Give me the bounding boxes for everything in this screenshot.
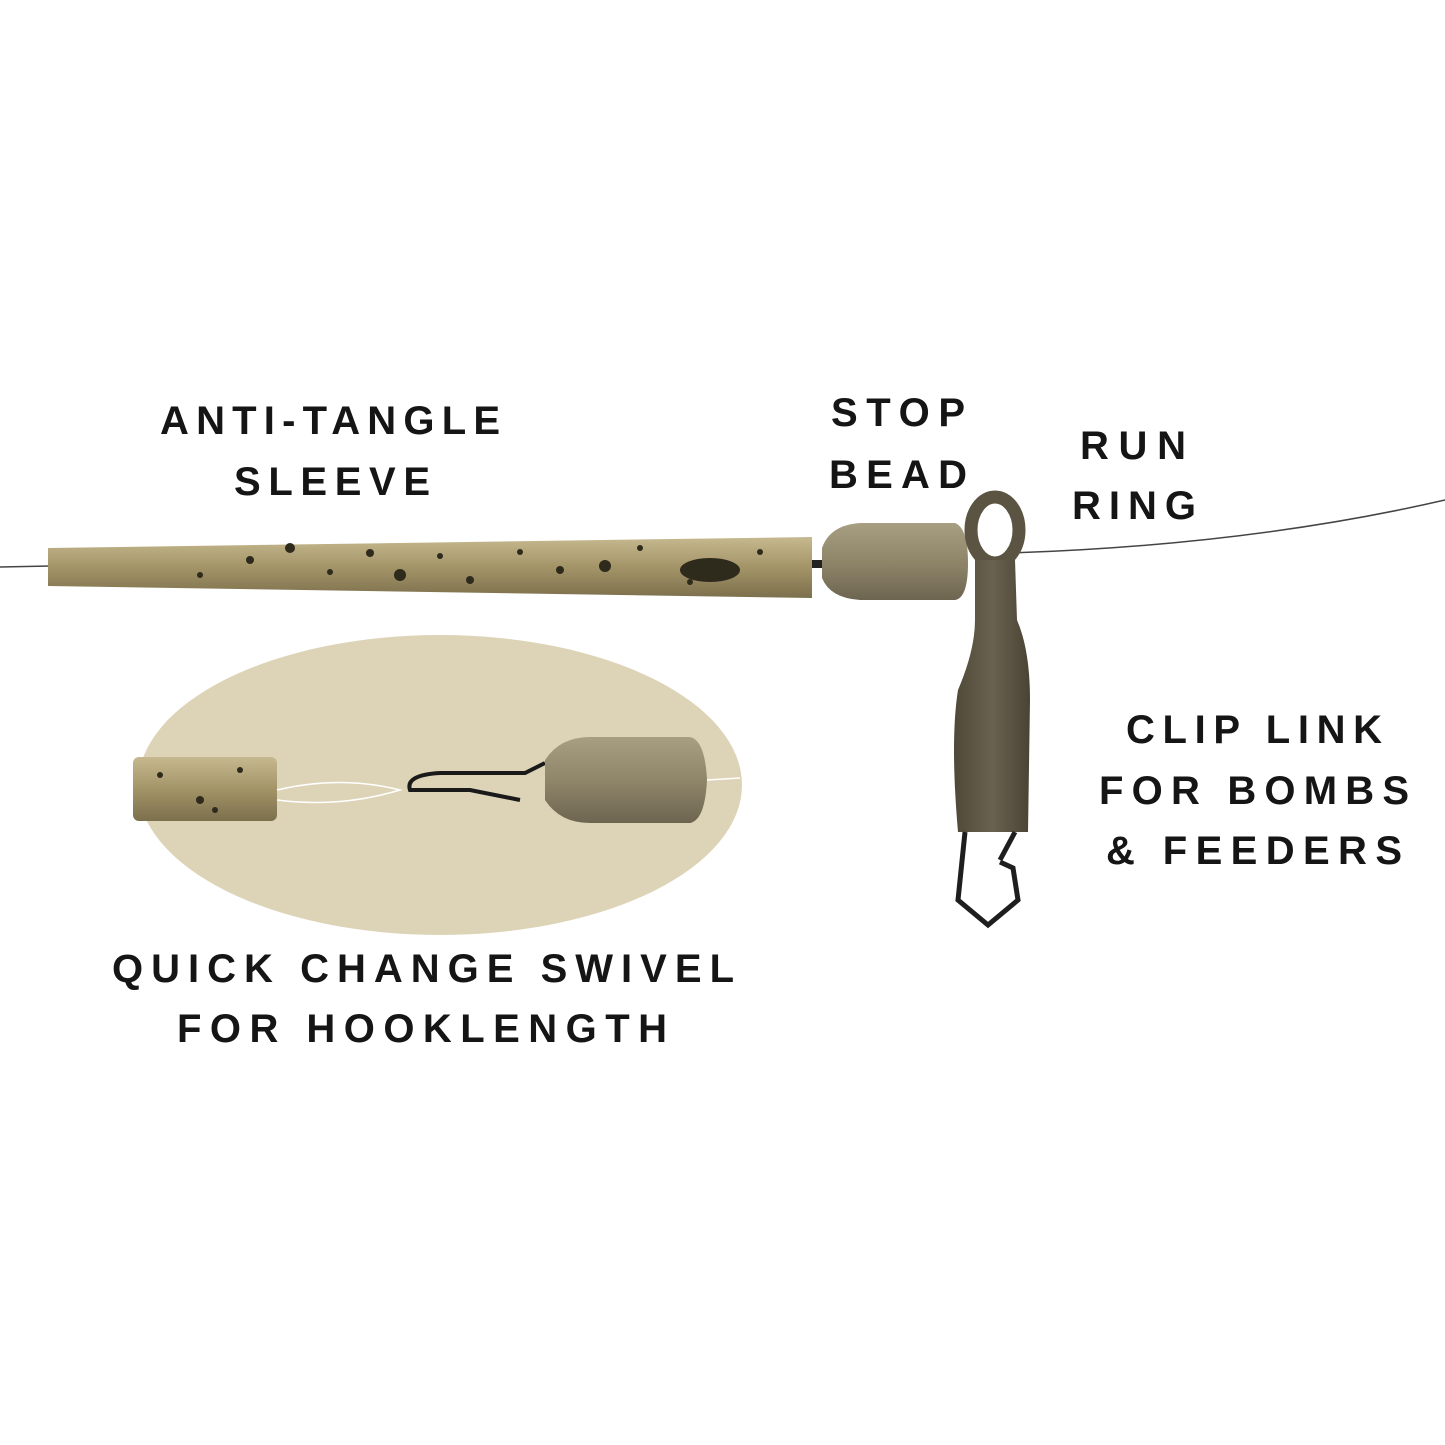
stop-bead — [812, 523, 968, 600]
run-ring-clip-link — [954, 490, 1030, 929]
label-feeders: & FEEDERS — [1106, 829, 1402, 873]
label-ring: RING — [1072, 484, 1196, 528]
label-sleeve: SLEEVE — [234, 460, 430, 504]
label-clip-link: CLIP LINK — [1126, 708, 1382, 752]
label-for-bombs: FOR BOMBS — [1099, 769, 1409, 813]
main-line — [0, 499, 1445, 568]
label-run: RUN — [1080, 424, 1186, 468]
label-bead: BEAD — [829, 453, 967, 497]
quick-change-inset — [133, 635, 742, 935]
label-quick-change: QUICK CHANGE SWIVEL — [112, 947, 734, 991]
label-anti-tangle: ANTI-TANGLE — [160, 399, 500, 443]
anti-tangle-sleeve — [48, 537, 812, 598]
label-hooklength: FOR HOOKLENGTH — [177, 1007, 667, 1051]
quick-change-swivel — [407, 761, 546, 802]
label-stop: STOP — [831, 391, 965, 435]
